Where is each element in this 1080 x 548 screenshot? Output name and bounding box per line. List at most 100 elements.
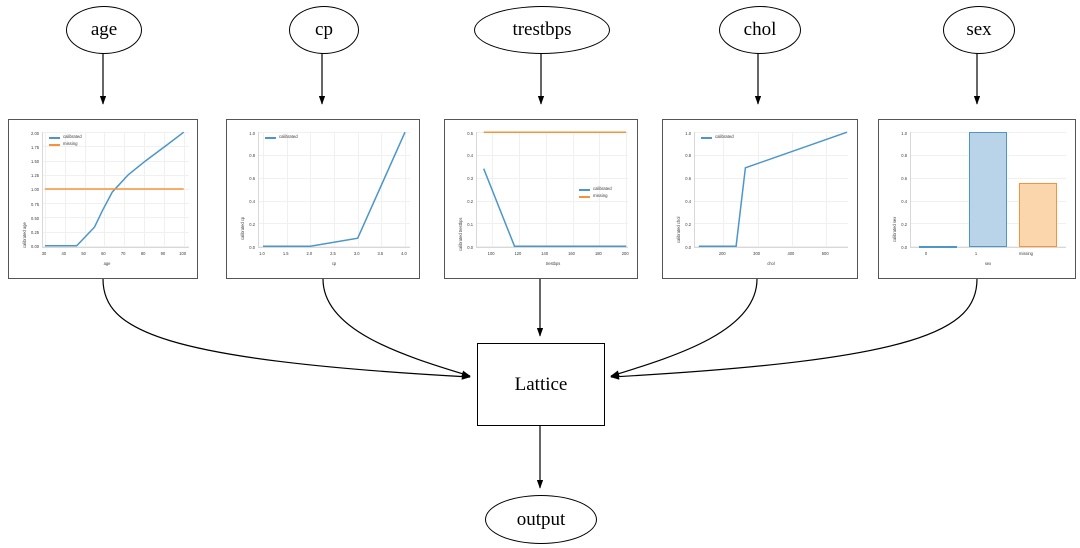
calibrator-plot-chol[interactable]: calibrated chol 1.0 0.8 0.6 0.4 0.2 0.0 <box>662 119 858 279</box>
x-tick-label: 140 <box>541 251 549 256</box>
y-tick-label: 0.8 <box>901 153 907 159</box>
y-tick-label: 0.2 <box>901 221 907 227</box>
x-tick-label: missing <box>1019 251 1033 256</box>
bar-category-0 <box>919 246 957 248</box>
y-axis-label: calibrated sex <box>892 216 897 242</box>
x-tick-label: 90 <box>160 251 166 256</box>
y-tick-label: 1.00 <box>31 187 39 193</box>
y-tick-label: 0.2 <box>249 221 255 227</box>
node-label: output <box>516 508 566 530</box>
plot-axes-area: calibrated <box>258 131 410 248</box>
y-tick-label: 0.0 <box>685 244 691 250</box>
x-tick-label: 3.0 <box>353 251 360 256</box>
bar-category-missing <box>1019 183 1057 248</box>
node-label: trestbps <box>512 19 572 40</box>
calibrator-plot-sex[interactable]: calibrated sex 1.0 0.8 0.6 0.4 0.2 0.0 0… <box>878 119 1076 279</box>
y-tick-label: 0.0 <box>467 244 473 250</box>
y-tick-label: 1.50 <box>31 159 39 164</box>
x-tick-label: 1.0 <box>259 251 265 256</box>
y-axis-label: calibrated cp <box>240 216 245 240</box>
y-tick-label: 0.50 <box>31 215 39 221</box>
x-tick-label: 4.0 <box>401 251 407 256</box>
node-label: chol <box>743 19 777 40</box>
node-output[interactable]: output <box>485 495 597 544</box>
x-tick-label: 300 <box>753 251 761 256</box>
x-axis-label: age <box>103 261 111 266</box>
legend-label-calibrated: calibrated <box>593 186 612 192</box>
x-tick-label: 1.5 <box>282 251 289 256</box>
y-tick-label: 0.2 <box>685 221 691 227</box>
legend-label-missing: missing <box>63 141 78 147</box>
legend-label-calibrated: calibrated <box>715 134 734 140</box>
plot-axes-area: calibrated missing <box>42 131 189 248</box>
node-input-cp[interactable]: cp <box>289 6 359 54</box>
x-tick-label: 60 <box>101 251 106 256</box>
node-input-chol[interactable]: chol <box>719 6 801 54</box>
node-label: cp <box>315 19 333 40</box>
legend-label-calibrated: calibrated <box>63 134 82 140</box>
y-tick-label: 0.0 <box>901 244 907 250</box>
x-tick-label: 2.0 <box>306 251 313 256</box>
x-tick-label: 80 <box>140 251 146 256</box>
y-tick-label: 0.6 <box>685 176 691 182</box>
x-tick-label: 180 <box>594 251 602 256</box>
y-tick-label: 1.0 <box>249 130 255 136</box>
x-tick-label: 30 <box>41 251 47 256</box>
series-lines <box>263 131 406 247</box>
x-axis-label: cp <box>331 261 337 266</box>
x-tick-label: 0 <box>924 251 928 256</box>
plot-axes-area <box>910 132 1066 248</box>
legend-label-calibrated: calibrated <box>279 134 298 140</box>
node-label: age <box>90 19 118 40</box>
y-tick-label: 0.3 <box>467 176 473 182</box>
x-axis-label: chol <box>767 261 775 266</box>
y-tick-label: 1.0 <box>901 130 907 136</box>
x-tick-label: 1 <box>974 251 978 256</box>
calibrator-plot-trestbps[interactable]: calibrated trestbps 0.5 0.4 0.3 0.2 0.1 … <box>444 119 638 279</box>
bar-category-1 <box>969 132 1007 248</box>
x-tick-label: 160 <box>568 251 575 256</box>
plot-axes-area: calibrated <box>694 131 848 248</box>
y-tick-label: 0.4 <box>685 199 691 204</box>
y-tick-label: 0.0 <box>249 244 255 250</box>
node-input-trestbps[interactable]: trestbps <box>474 6 610 54</box>
y-tick-label: 0.4 <box>467 153 473 159</box>
x-axis-label: trestbps <box>545 261 561 266</box>
x-tick-label: 100 <box>487 251 495 256</box>
y-tick-label: 1.75 <box>31 144 39 150</box>
x-tick-label: 70 <box>120 251 126 256</box>
node-label: sex <box>966 19 992 40</box>
x-tick-label: 200 <box>718 251 726 256</box>
x-axis-label: sex <box>984 261 992 266</box>
y-tick-label: 0.4 <box>901 199 907 204</box>
node-input-sex[interactable]: sex <box>943 6 1015 54</box>
y-tick-label: 1.0 <box>685 130 691 136</box>
y-tick-label: 0.6 <box>901 176 907 182</box>
y-tick-label: 0.4 <box>249 199 255 204</box>
node-input-age[interactable]: age <box>66 6 142 54</box>
y-tick-label: 0.00 <box>31 244 39 250</box>
y-tick-label: 1.25 <box>31 173 39 179</box>
x-tick-label: 3.5 <box>377 251 384 256</box>
y-tick-label: 0.25 <box>31 230 39 235</box>
y-tick-label: 0.75 <box>31 201 39 207</box>
x-tick-label: 2.5 <box>330 251 336 256</box>
series-lines <box>45 131 185 247</box>
x-tick-label: 400 <box>787 251 795 256</box>
x-tick-label: 500 <box>821 251 829 256</box>
node-label: Lattice <box>514 373 568 395</box>
legend-label-missing: missing <box>593 193 608 199</box>
y-tick-label: 0.2 <box>467 199 473 204</box>
series-lines <box>698 131 848 247</box>
calibrator-plot-age[interactable]: calibrated age 2.00 1.75 1.50 1.25 1.00 … <box>8 119 198 279</box>
y-tick-label: 0.1 <box>467 221 473 227</box>
y-axis-label: calibrated chol <box>676 216 681 243</box>
y-tick-label: 0.6 <box>249 176 255 182</box>
calibrator-plot-cp[interactable]: calibrated cp 1.0 0.8 0.6 0.4 0.2 0.0 <box>226 119 420 279</box>
x-tick-label: 100 <box>179 251 187 256</box>
node-lattice[interactable]: Lattice <box>477 343 605 426</box>
x-tick-label: 200 <box>621 251 629 256</box>
y-tick-label: 2.00 <box>31 130 39 136</box>
series-lines <box>483 131 627 247</box>
